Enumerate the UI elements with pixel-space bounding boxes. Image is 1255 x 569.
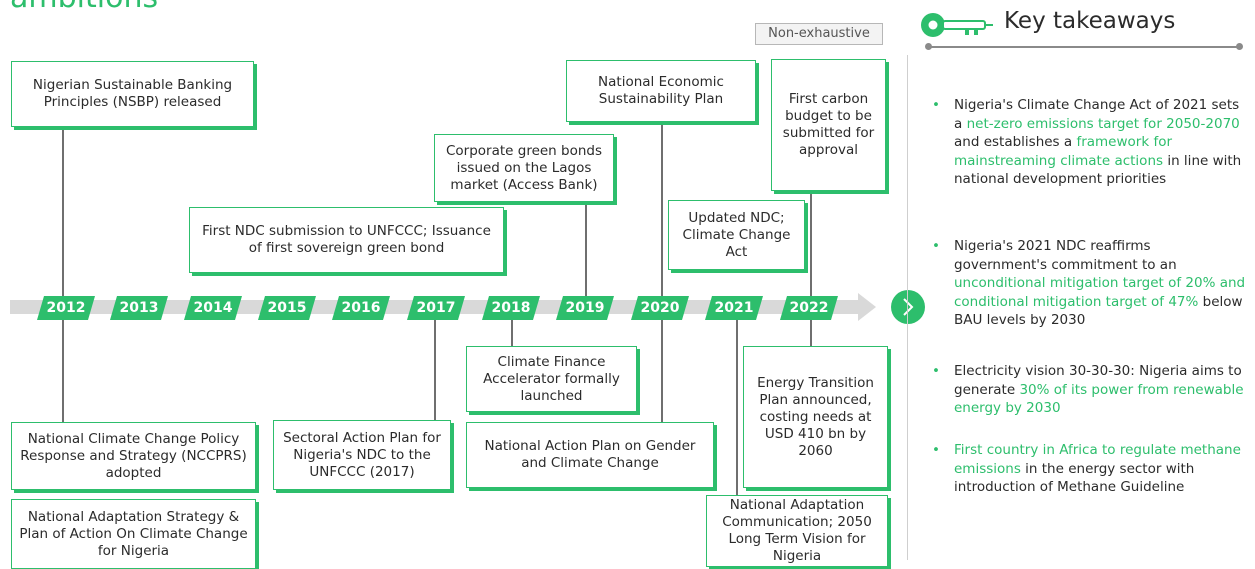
year-badge-2022: 2022	[780, 296, 838, 320]
connector-nesp	[661, 125, 663, 296]
event-etp: Energy Transition Plan announced, costin…	[743, 346, 888, 488]
page-title-fragment: ambitions	[10, 0, 158, 15]
bullet: •	[932, 442, 940, 458]
year-badge-2016: 2016	[332, 296, 390, 320]
takeaway-item: • First country in Africa to regulate me…	[932, 442, 1241, 495]
year-badge-2019: 2019	[556, 296, 614, 320]
key-icon	[919, 9, 997, 45]
event-green-bonds: Corporate green bonds issued on the Lago…	[434, 134, 614, 202]
connector-adaptation-comm	[736, 320, 738, 495]
key-takeaways-rule	[928, 46, 1238, 48]
year-badge-2013: 2013	[110, 296, 168, 320]
connector-green-bonds	[585, 205, 587, 296]
bullet: •	[932, 238, 940, 254]
rule-dot-right	[1236, 43, 1243, 50]
event-nsbp: Nigerian Sustainable Banking Principles …	[11, 61, 254, 127]
event-updated-ndc: Updated NDC; Climate Change Act	[668, 200, 805, 270]
year-badge-2015: 2015	[258, 296, 316, 320]
bullet: •	[932, 97, 940, 113]
takeaway-item: • Nigeria's Climate Change Act of 2021 s…	[932, 97, 1242, 187]
non-exhaustive-label: Non-exhaustive	[755, 23, 883, 45]
event-cfa: Climate Finance Accelerator formally lau…	[466, 346, 637, 412]
year-badge-2012: 2012	[37, 296, 95, 320]
connector-gender	[661, 320, 663, 422]
event-carbon-budget: First carbon budget to be submitted for …	[771, 59, 886, 191]
event-adaptation-comm: National Adaptation Communication; 2050 …	[706, 495, 888, 567]
event-nasp: National Adaptation Strategy & Plan of A…	[11, 499, 256, 569]
event-nesp: National Economic Sustainability Plan	[566, 60, 756, 122]
takeaway-item: • Electricity vision 30-30-30: Nigeria a…	[932, 363, 1244, 416]
bullet: •	[932, 363, 940, 379]
event-first-ndc: First NDC submission to UNFCCC; Issuance…	[189, 207, 504, 273]
rule-dot-left	[925, 43, 932, 50]
event-nccprs: National Climate Change Policy Response …	[11, 422, 256, 490]
connector-nsbp	[62, 130, 64, 296]
chevron-right-icon	[903, 298, 914, 316]
year-badge-2018: 2018	[482, 296, 540, 320]
event-gender: National Action Plan on Gender and Clima…	[466, 422, 714, 488]
connector-etp	[810, 320, 812, 346]
key-takeaways-title: Key takeaways	[1004, 8, 1176, 34]
next-arrow-icon[interactable]	[891, 290, 925, 324]
year-badge-2020: 2020	[631, 296, 689, 320]
takeaway-item: • Nigeria's 2021 NDC reaffirms governmen…	[932, 238, 1246, 328]
year-badge-2014: 2014	[184, 296, 242, 320]
connector-sectoral	[434, 320, 436, 420]
timeline-arrow-head	[858, 293, 876, 321]
event-sectoral: Sectoral Action Plan for Nigeria's NDC t…	[273, 420, 451, 490]
panel-divider	[907, 55, 908, 560]
year-badge-2021: 2021	[705, 296, 763, 320]
connector-cfa	[511, 320, 513, 346]
connector-carbon-budget	[810, 193, 812, 296]
connector-nccprs	[62, 320, 64, 422]
year-badge-2017: 2017	[407, 296, 465, 320]
